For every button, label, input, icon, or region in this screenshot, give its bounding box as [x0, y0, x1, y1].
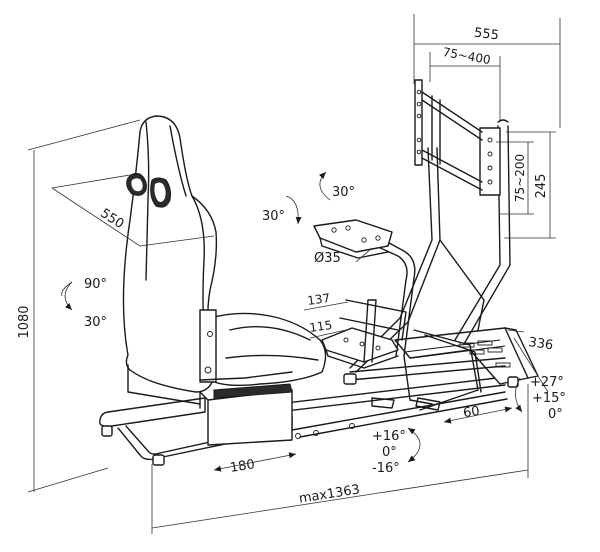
wheel-plate	[313, 219, 393, 259]
label-base-width: 336	[527, 335, 554, 353]
label-base-mid: +15°	[532, 391, 566, 406]
foot-left-front	[152, 454, 165, 466]
dimension-lines	[27, 14, 561, 534]
label-seat-lower: 30°	[84, 315, 107, 330]
label-pedal-slide: 60	[462, 404, 481, 421]
pedal-angle-arrow	[407, 427, 421, 463]
label-wheel-diameter: Ø35	[314, 251, 341, 266]
label-wheel-tilt: 30°	[262, 209, 285, 224]
front-tower	[349, 79, 511, 411]
label-pedal-up: +16°	[372, 429, 406, 444]
label-seat-upper: 90°	[84, 277, 107, 292]
foot-left-rear	[101, 425, 113, 437]
recline-arrow-seat	[64, 281, 73, 311]
label-pedal-width: 115	[308, 318, 333, 335]
label-vesa-height: 75~200	[513, 154, 527, 202]
label-height: 1080	[17, 305, 32, 338]
label-wheel-rotate: 30°	[332, 185, 355, 200]
label-pedal-zero: 0°	[382, 445, 397, 460]
tilt-arrow-wheel	[285, 195, 302, 225]
monitor-post-left	[414, 79, 423, 166]
foot-mid	[343, 373, 357, 385]
label-vesa-width: 75~400	[442, 45, 492, 67]
label-base-zero: 0°	[548, 407, 563, 422]
seat	[122, 115, 327, 446]
label-pedal-length: 137	[306, 291, 331, 308]
base-tilt-arrow	[515, 377, 523, 413]
arrows	[61, 171, 523, 472]
slide-arrow-60	[443, 406, 513, 424]
slide-arrow-180	[213, 452, 297, 472]
pedal-plate	[321, 299, 407, 369]
base-plate-slots	[459, 340, 511, 368]
label-pedal-down: -16°	[372, 461, 400, 476]
monitor-post-right	[479, 127, 501, 196]
label-monitor-height: 245	[534, 174, 549, 199]
label-base-high: +27°	[530, 375, 564, 390]
label-monitor-width: 555	[473, 26, 499, 44]
label-seat-depth: 550	[97, 206, 126, 232]
seat-bracket	[199, 309, 217, 383]
rotate-arrow-wheel	[318, 171, 331, 201]
vesa-holes	[416, 89, 493, 185]
label-base-length: max1363	[298, 482, 361, 506]
label-rail-slide: 180	[229, 457, 256, 476]
